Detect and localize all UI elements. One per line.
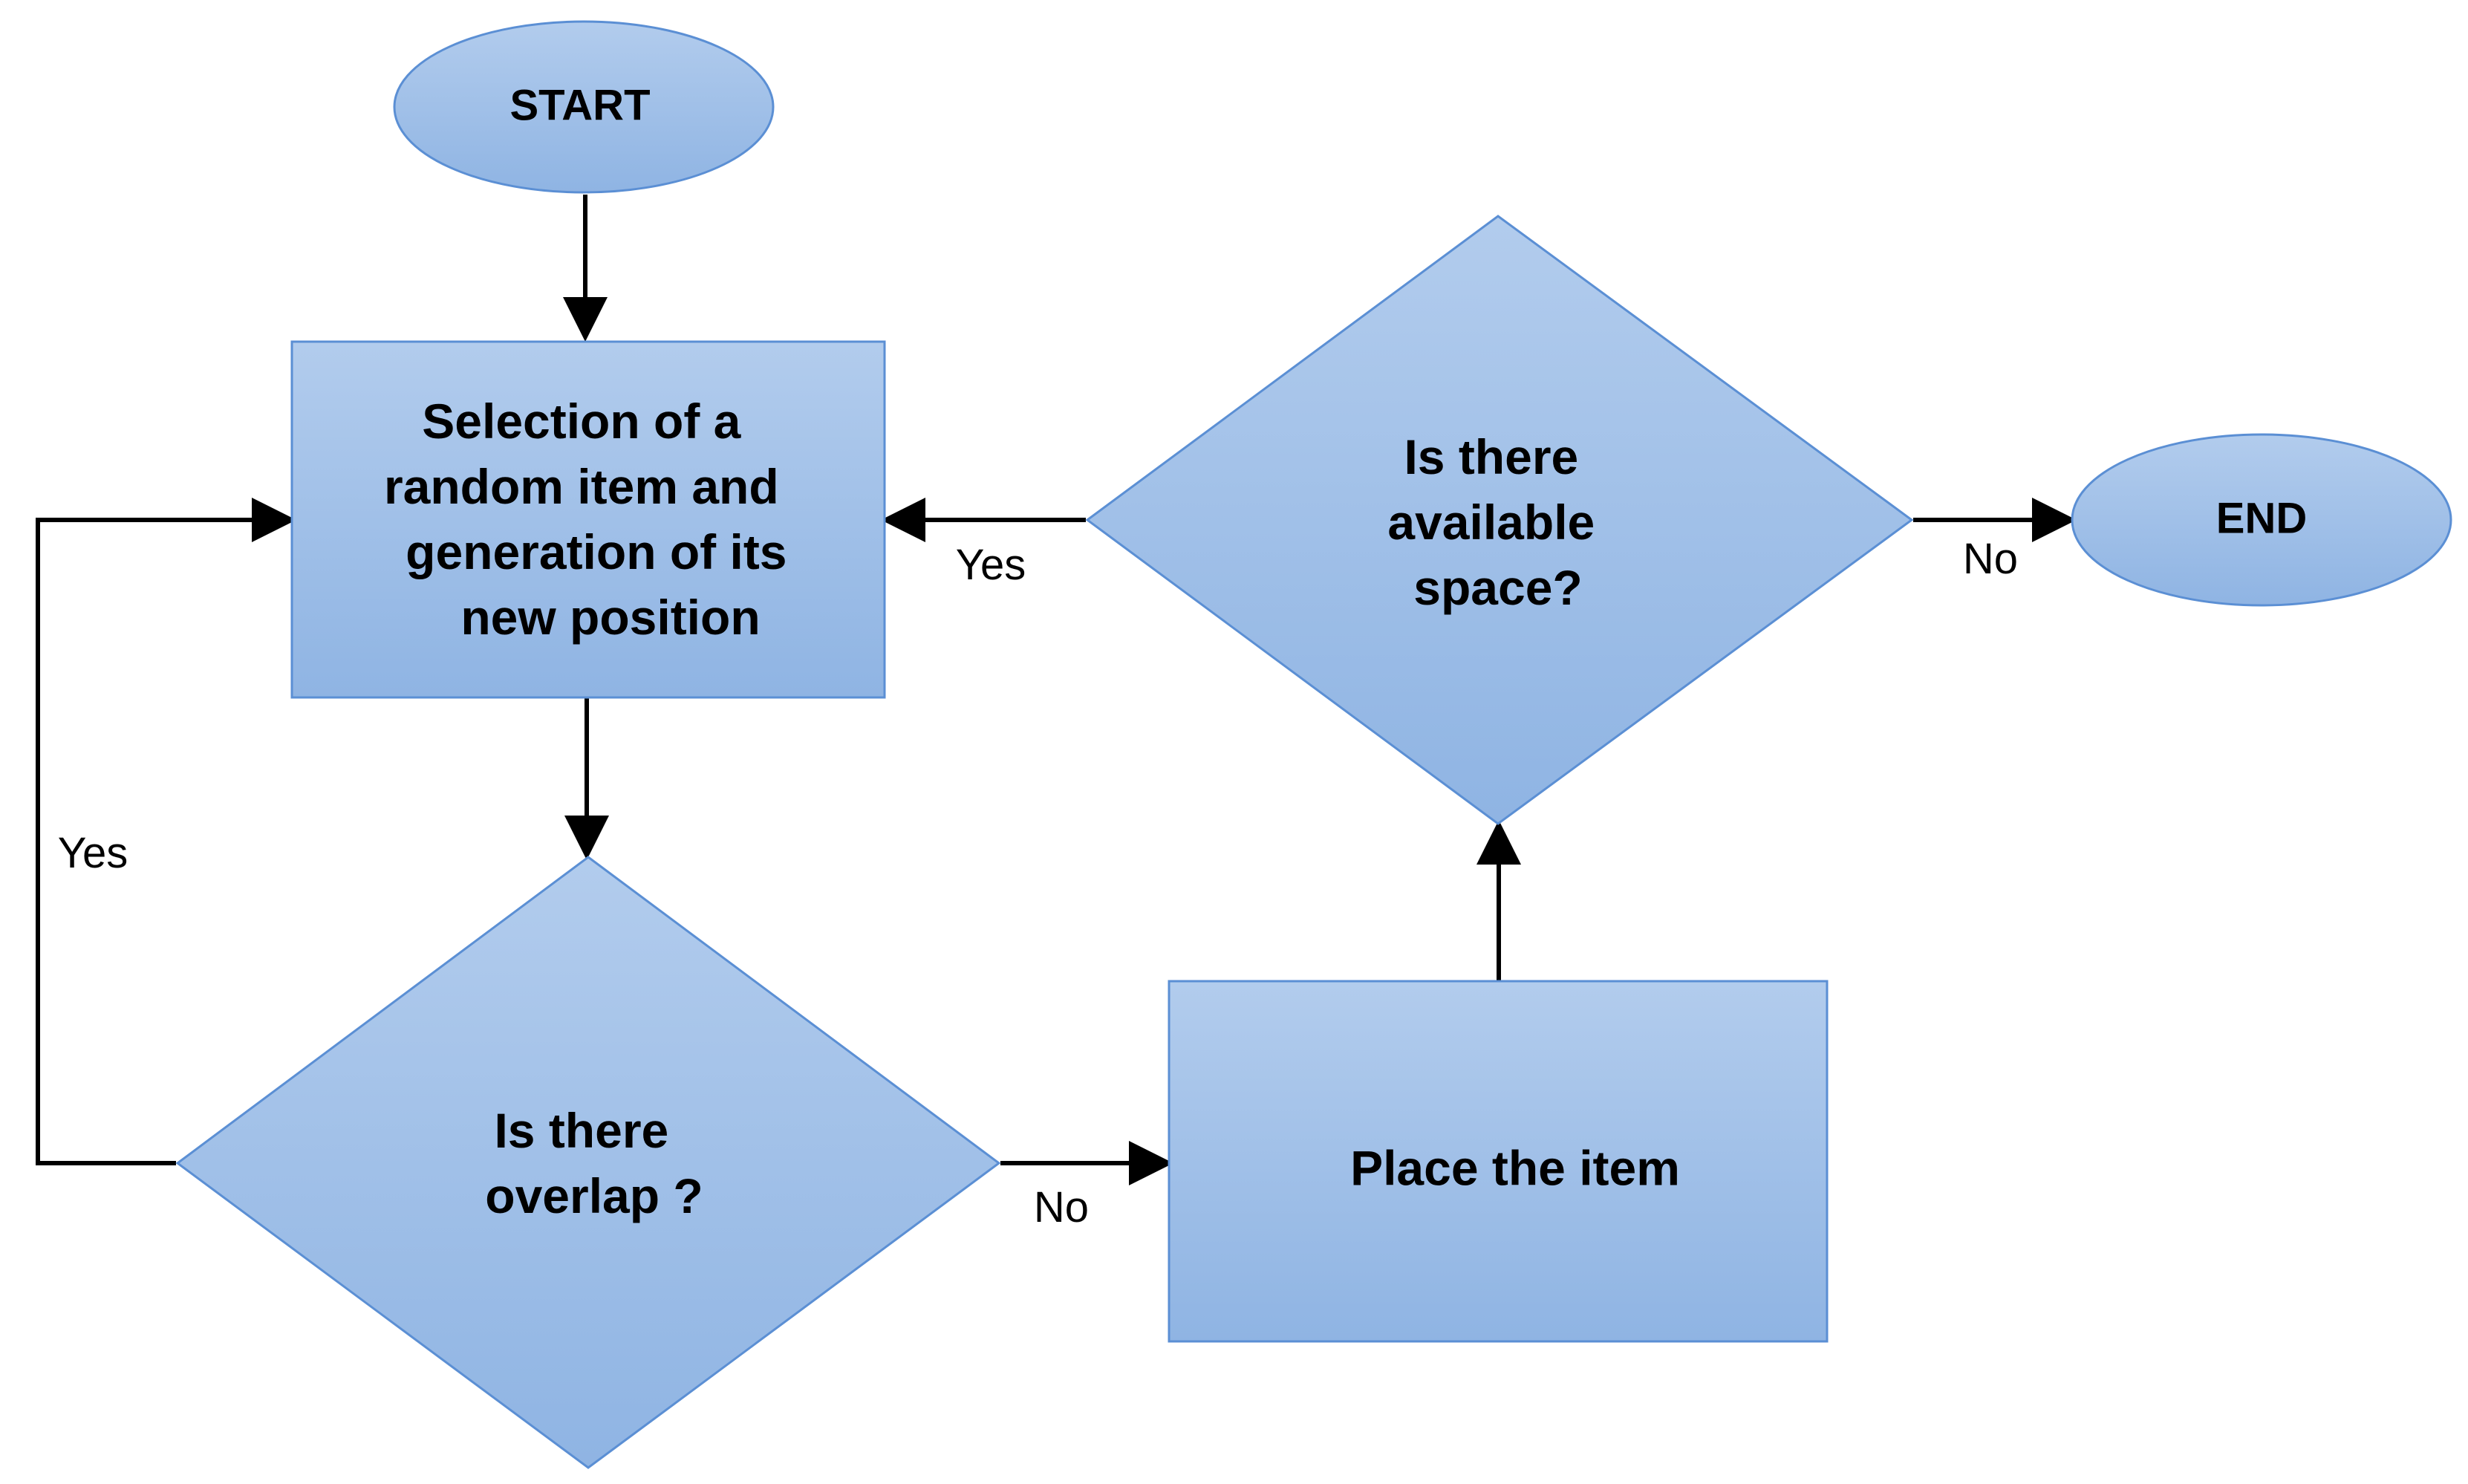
place-label: Place the item bbox=[1350, 1140, 1680, 1195]
overlap-label-line-1: Is there bbox=[494, 1103, 668, 1158]
node-start: START bbox=[393, 20, 775, 194]
selection-process-box bbox=[290, 340, 886, 699]
overlap-decision-label: Is there overlap ? bbox=[485, 1103, 703, 1223]
place-process-box bbox=[1168, 980, 1829, 1343]
arrow-overlap-yes-loop bbox=[36, 498, 296, 1165]
selection-label-line-3: generation of its bbox=[406, 524, 787, 579]
selection-label-line-1: Selection of a bbox=[422, 394, 741, 449]
selection-label: Selection of a random item and generatio… bbox=[384, 394, 801, 645]
end-label: END bbox=[2216, 494, 2307, 542]
node-place: Place the item bbox=[1168, 980, 1829, 1343]
start-terminal bbox=[393, 20, 775, 194]
edge-label-space-yes: Yes bbox=[956, 541, 1026, 589]
edge-label-overlap-no: No bbox=[1034, 1183, 1089, 1231]
overlap-label-line-2: overlap ? bbox=[485, 1168, 703, 1223]
node-selection: Selection of a random item and generatio… bbox=[290, 340, 886, 699]
selection-label-line-2: random item and bbox=[384, 459, 779, 514]
edge-label-overlap-yes: Yes bbox=[58, 829, 128, 877]
space-decision-diamond bbox=[1085, 215, 1914, 825]
start-label: START bbox=[509, 81, 650, 129]
edge-label-space-no: No bbox=[1963, 535, 2018, 583]
node-end: END bbox=[2071, 433, 2452, 607]
overlap-decision-diamond bbox=[175, 856, 1001, 1469]
space-label-line-3: space? bbox=[1413, 560, 1582, 615]
node-space-decision: Is there available space? bbox=[1085, 215, 1914, 825]
selection-label-line-4: new position bbox=[460, 590, 760, 645]
space-label-line-1: Is there bbox=[1404, 429, 1578, 484]
space-decision-label: Is there available space? bbox=[1387, 429, 1608, 615]
space-label-line-2: available bbox=[1387, 495, 1595, 550]
connectors bbox=[36, 195, 2077, 1185]
end-terminal bbox=[2071, 433, 2452, 607]
node-overlap-decision: Is there overlap ? bbox=[175, 856, 1001, 1469]
